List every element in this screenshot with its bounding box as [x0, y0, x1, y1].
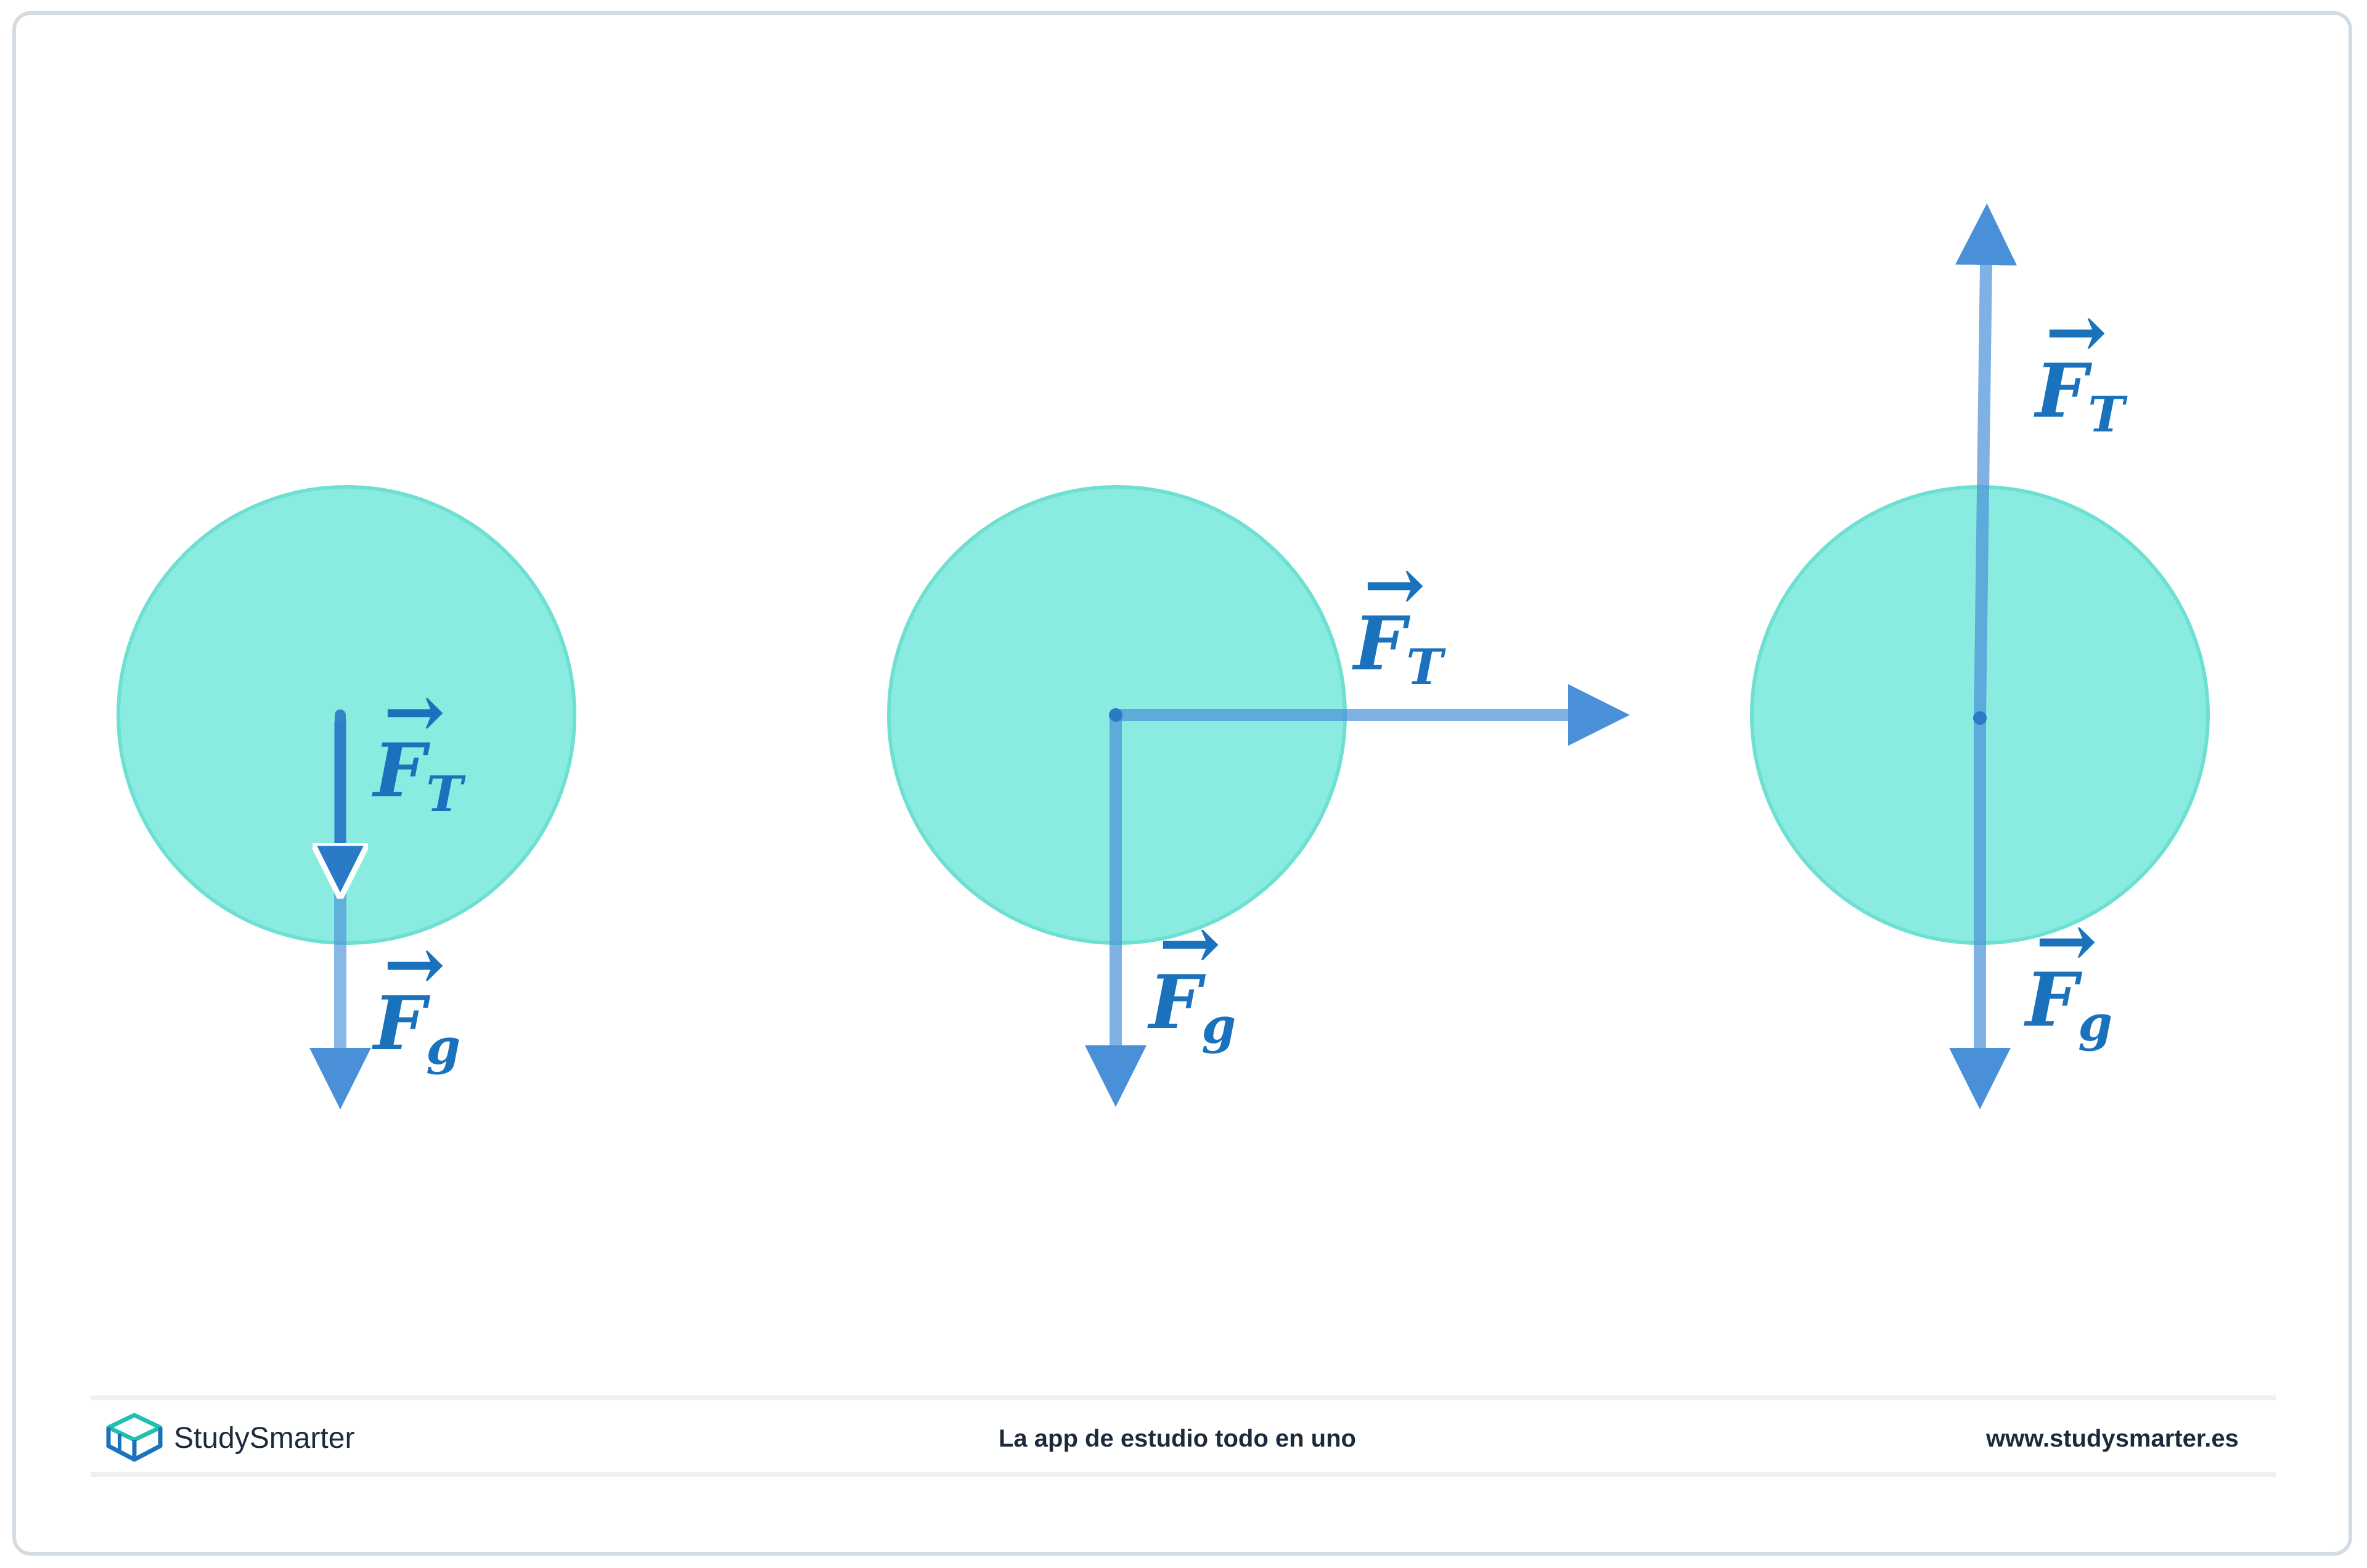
footer-divider-top [91, 1395, 2276, 1400]
force-t-label-3: FT [2034, 348, 2128, 443]
vector-arrow-t-2: → [1363, 541, 1426, 628]
force-g-label-3: Fg [2024, 957, 2112, 1052]
origin-dot-2 [1109, 708, 1122, 722]
force-t-label-1: FT [372, 727, 466, 823]
panel-3: FT → Fg → [1750, 203, 2210, 1109]
footer-url[interactable]: www.studysmarter.es [1986, 1425, 2239, 1452]
force-g-label-2: Fg [1147, 959, 1236, 1055]
vector-arrow-t-3: → [2045, 288, 2107, 375]
origin-dot-3 [1973, 711, 1987, 725]
vector-arrow-g-3: → [2035, 897, 2098, 984]
vector-arrow-g-1: → [383, 921, 446, 1008]
brand-name: StudySmarter [174, 1422, 355, 1455]
panel-2: FT → Fg → [887, 485, 1630, 1107]
panel-1: FT → Fg → [117, 485, 576, 1109]
force-g-label-1: Fg [372, 980, 460, 1076]
vector-arrow-t-1: → [383, 668, 446, 755]
force-t-label-2: FT [1352, 600, 1446, 696]
force-t-arrow-3 [1955, 203, 2017, 724]
footer-tagline: La app de estudio todo en uno [999, 1425, 1356, 1452]
vector-arrow-g-2: → [1159, 900, 1221, 987]
studysmarter-logo-icon [106, 1413, 163, 1462]
footer-divider-bottom [91, 1472, 2276, 1477]
